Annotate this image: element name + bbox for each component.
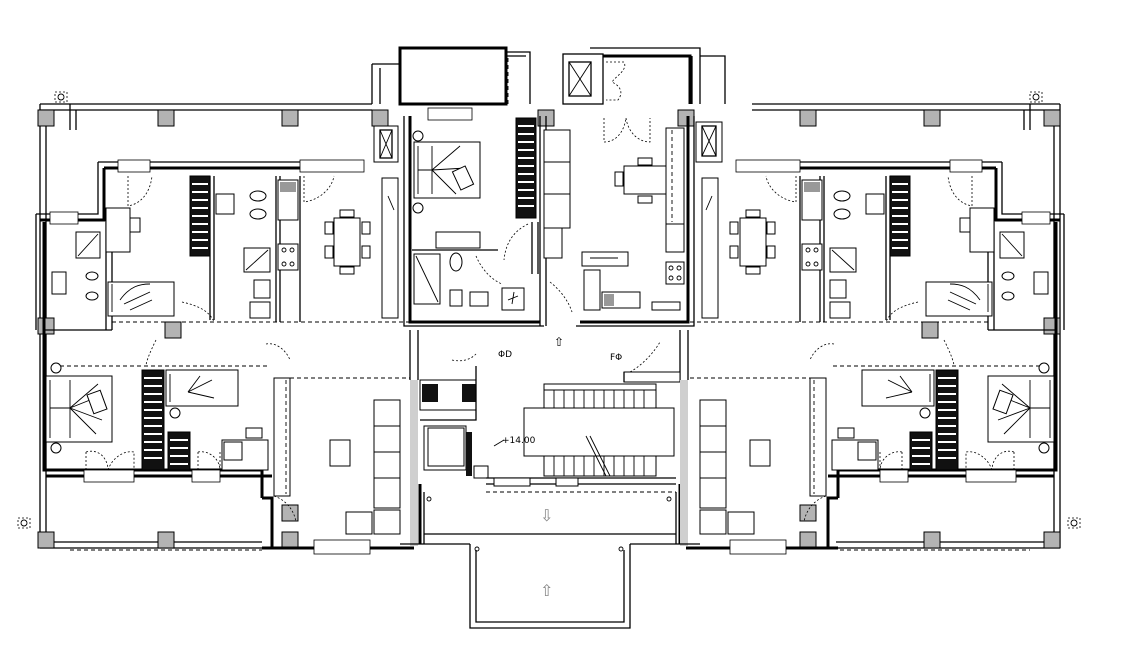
hallway-left-label: ΦD — [498, 350, 512, 360]
apartment-center-left — [373, 107, 547, 327]
stair-level-mark: +14.00 — [502, 436, 536, 446]
entrance-arrow-down: ⇩ — [540, 506, 553, 525]
apartment-left — [35, 159, 414, 555]
stair-arrow: ⇧ — [554, 335, 564, 349]
apartment-right — [686, 159, 1065, 555]
top-projections — [371, 46, 726, 106]
entrance-canopy: ⇩ ⇧ — [400, 492, 700, 629]
apartment-center-right — [543, 116, 723, 327]
hallway-right-label: FΦ — [610, 353, 622, 363]
drain-symbols — [17, 91, 1081, 529]
entrance-arrow-up: ⇧ — [540, 581, 553, 600]
stair-core: +14.00 ΦD FΦ ⇧ — [409, 330, 689, 546]
